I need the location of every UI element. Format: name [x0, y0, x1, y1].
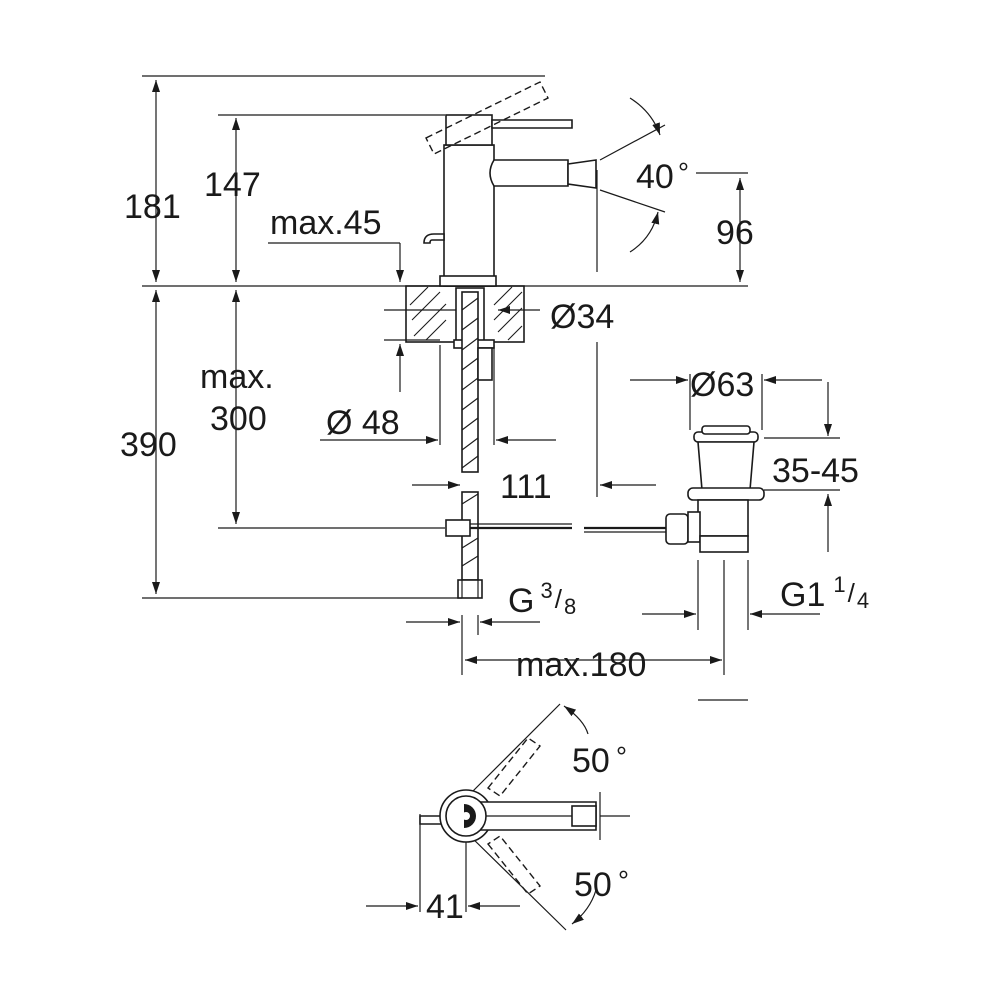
dim-body-diameter: Ø 48 [326, 404, 400, 442]
dim-spout-height: 96 [716, 214, 754, 252]
dim-hole-diameter: Ø34 [550, 298, 614, 336]
dim-under-height: 390 [120, 426, 177, 464]
dim-total-height: 181 [124, 188, 181, 226]
dim-max-rod: max.180 [516, 646, 646, 684]
dim-reach: 111 [500, 468, 552, 506]
pop-up-rod [445, 513, 689, 545]
supply-hose [457, 291, 493, 599]
dim-waste-range: 35-45 [772, 452, 859, 490]
dim-waste-diameter: Ø63 [690, 366, 754, 404]
top-view-parts [419, 737, 597, 895]
top-view-labels: 50° 50° 41 [426, 741, 629, 926]
dim-angle-upper: 50° [572, 741, 627, 780]
dimension-arrows [152, 80, 832, 664]
side-view: 181 147 max.45 40° 96 Ø34 max. 300 Ø 48 … [120, 75, 869, 701]
side-view-labels: 181 147 max.45 40° 96 Ø34 max. 300 Ø 48 … [120, 157, 869, 684]
dim-max-under-value: 300 [210, 400, 267, 438]
dim-max-deck: max.45 [270, 204, 382, 242]
dim-spout-angle: 40° [636, 157, 689, 196]
dim-max-under-label: max. [200, 358, 274, 396]
mixer-body [423, 81, 597, 287]
dim-offset: 41 [426, 888, 464, 926]
top-view-lines [366, 703, 630, 931]
dim-angle-lower: 50° [574, 865, 629, 904]
dim-lever-height: 147 [204, 166, 261, 204]
waste-drain [687, 425, 765, 553]
top-view: 50° 50° 41 [366, 703, 630, 931]
